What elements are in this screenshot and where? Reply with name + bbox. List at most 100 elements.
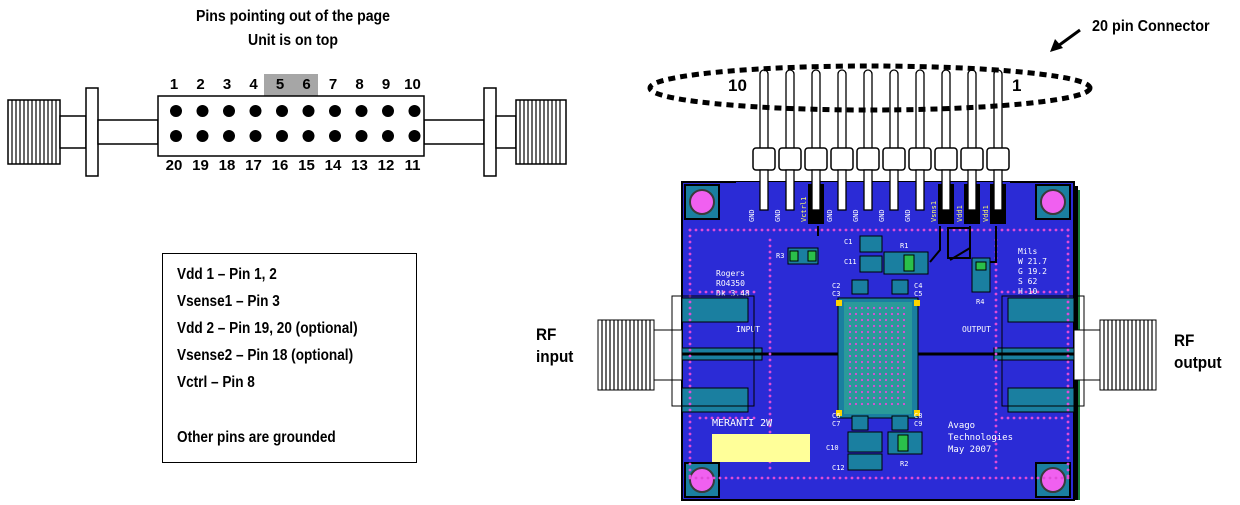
- pin-dot: [249, 105, 262, 117]
- pin-dot: [408, 105, 421, 117]
- pcb-mils-text: S 62: [1018, 277, 1037, 286]
- rf-input-connector: [597, 295, 755, 407]
- header-pin: [837, 69, 847, 161]
- connector-pin-1-label: 1: [1012, 76, 1022, 95]
- pinout-header-line2: Unit is on top: [248, 32, 338, 49]
- component-label: R3: [776, 252, 784, 260]
- components: [787, 235, 991, 471]
- pin-dot: [408, 130, 421, 142]
- connector-label: 20 pin Connector: [1092, 18, 1210, 35]
- header-pin: [941, 69, 951, 161]
- pin-number-top: 9: [381, 76, 391, 93]
- component-label: C12: [832, 464, 845, 472]
- header-pin-leg: [889, 169, 899, 211]
- pin-info-line: Vctrl – Pin 8: [177, 374, 255, 391]
- component-label: C2: [832, 282, 840, 290]
- header-pin-collar: [830, 147, 854, 171]
- header-pin-leg: [915, 169, 925, 211]
- header-pin-collar: [752, 147, 776, 171]
- header-pin: [785, 69, 795, 161]
- header-pin-label: Vctrl1: [800, 197, 808, 222]
- header-pin-leg: [967, 169, 977, 211]
- component-label: C9: [914, 420, 922, 428]
- header-pin-label: Vdd1: [982, 205, 990, 222]
- header-pin-label: GND: [904, 209, 912, 222]
- component-label: C7: [832, 420, 840, 428]
- pcb-output-label: OUTPUT: [962, 325, 991, 334]
- pin-dot: [170, 130, 182, 142]
- rf-input-line1: RF: [536, 325, 557, 344]
- pcb-material-text: Rogers: [716, 269, 745, 278]
- connector-arrow: [1050, 28, 1081, 52]
- pin-number-bottom: 19: [192, 157, 209, 174]
- via-pattern: [688, 228, 1070, 480]
- pin-info-line: Other pins are grounded: [177, 429, 336, 446]
- pin-number-top: 10: [404, 76, 421, 93]
- pin-dots: [170, 105, 421, 142]
- component-label: C10: [826, 444, 839, 452]
- pin-number-top: 5: [275, 76, 285, 93]
- connector-highlight-ellipse: [647, 63, 1093, 113]
- pin-number-bottom: 18: [218, 157, 236, 174]
- component-label: C8: [914, 412, 922, 420]
- header-pin-collar: [882, 147, 906, 171]
- pin-info-line: Vsense1 – Pin 3: [177, 293, 280, 310]
- pcb-company-text: Avago: [948, 421, 975, 431]
- right-sma-connector: [423, 87, 567, 177]
- pin-dot: [302, 130, 315, 142]
- pin-number-bottom: 20: [165, 157, 183, 174]
- pin-dot: [249, 130, 262, 142]
- rf-output-line1: RF: [1174, 331, 1195, 350]
- pin-dot: [355, 130, 368, 142]
- pin-dot: [355, 105, 368, 117]
- pcb-material-text: Dk 3.48: [716, 289, 750, 298]
- pcb-material-text: RO4350: [716, 279, 745, 288]
- pin-dot: [302, 105, 315, 117]
- header-pin-leg: [811, 169, 821, 211]
- pin-number-bottom: 12: [377, 157, 395, 174]
- pcb-mils-text: G 19.2: [1018, 267, 1047, 276]
- header-pins: [752, 69, 1010, 211]
- pin-dot: [196, 105, 209, 117]
- pin-number-bottom: 14: [324, 157, 342, 174]
- rf-output-label: RF output: [1174, 330, 1222, 374]
- pcb-label-patch: [712, 434, 810, 462]
- pcb-mils-text: Mils: [1018, 247, 1037, 256]
- header-pin-label: GND: [748, 209, 756, 222]
- pin-info-line: Vdd 1 – Pin 1, 2: [177, 266, 277, 283]
- component-label: C1: [844, 238, 852, 246]
- pcb-company-text: Technologies: [948, 433, 1013, 443]
- pinout-header-line1: Pins pointing out of the page: [196, 8, 390, 25]
- pin-number-bottom: 15: [298, 157, 315, 174]
- pin-number-top: 8: [355, 76, 364, 93]
- rf-output-line2: output: [1174, 353, 1222, 372]
- mount-holes: [684, 184, 1071, 498]
- pin-dot: [223, 130, 235, 142]
- pcb-mils-text: H 10: [1018, 287, 1037, 296]
- header-pin-leg: [941, 169, 951, 211]
- header-pin: [967, 69, 977, 161]
- pin-dot: [329, 130, 341, 142]
- pin-number-top: 2: [196, 76, 205, 93]
- header-pin: [863, 69, 873, 161]
- pin-dot: [223, 105, 235, 117]
- header-pin-label: Vdd1: [956, 205, 964, 222]
- header-pin: [993, 69, 1003, 161]
- header-pin-label: GND: [878, 209, 886, 222]
- component-label: C6: [832, 412, 840, 420]
- component-label: R2: [900, 460, 908, 468]
- pin-info-line: Vdd 2 – Pin 19, 20 (optional): [177, 320, 358, 337]
- pin-dot: [276, 105, 288, 117]
- pin-number-bottom: 16: [271, 157, 289, 174]
- header-pin-label: Vsns1: [930, 201, 938, 222]
- pin-info-line: Vsense2 – Pin 18 (optional): [177, 347, 354, 364]
- header-pin-collar: [804, 147, 828, 171]
- header-pin-leg: [837, 169, 847, 211]
- pin-assignment-box: Vdd 1 – Pin 1, 2 Vsense1 – Pin 3 Vdd 2 –…: [162, 253, 417, 463]
- left-sma-connector: [7, 87, 159, 177]
- pcb-company-text: May 2007: [948, 445, 991, 455]
- pcb-board-name: MERANTI 2W: [712, 418, 773, 429]
- header-pin-leg: [759, 169, 769, 211]
- pin-dot: [329, 105, 341, 117]
